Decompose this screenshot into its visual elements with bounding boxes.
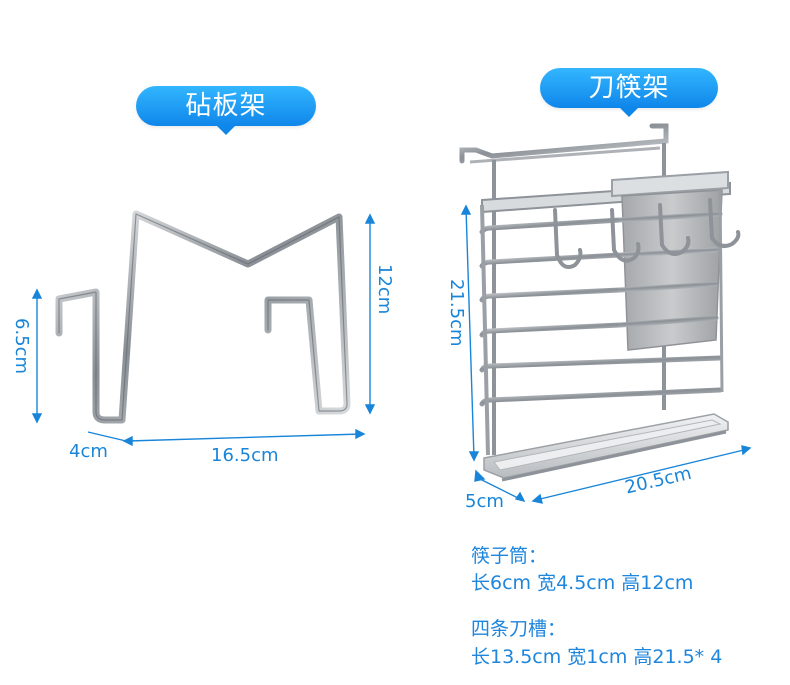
chopstick-holder-spec-title: 筷子筒：	[471, 545, 548, 567]
cutting-board-dimension-lines	[31, 213, 376, 447]
left-height-label: 6.5cm	[11, 318, 32, 375]
chopstick-holder-spec-detail: 长6cm 宽4.5cm 高12cm	[471, 572, 694, 594]
knife-rack-dimension-lines	[460, 204, 752, 504]
knife-chopstick-rack-title: 刀筷架	[540, 68, 718, 117]
left-tall-label: 12cm	[374, 264, 395, 315]
knife-slots-spec-title: 四条刀槽：	[471, 618, 567, 640]
right-height-label: 21.5cm	[446, 279, 467, 347]
cutting-board-rack-wire	[55, 210, 351, 424]
cutting-board-rack-title: 砧板架	[136, 86, 316, 135]
knife-slots-spec-detail: 长13.5cm 宽1cm 高21.5* 4	[471, 646, 723, 668]
knife-chopstick-rack-illustration	[459, 123, 741, 482]
left-length-label: 16.5cm	[211, 445, 279, 466]
right-depth-label: 5cm	[465, 491, 504, 512]
left-width-label: 4cm	[69, 441, 108, 462]
